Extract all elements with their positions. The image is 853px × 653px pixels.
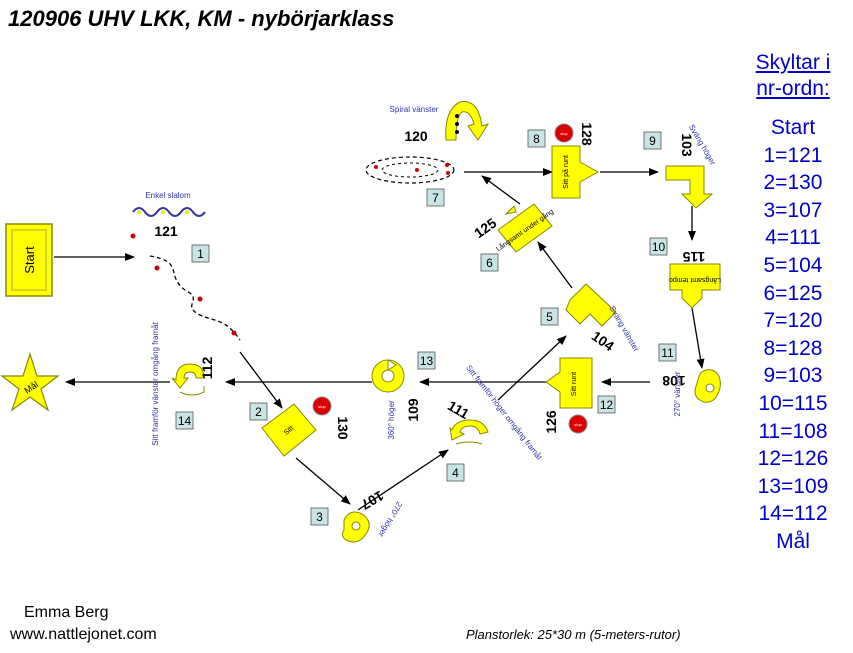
station-12: Sitt runt stop 126 12 [543,357,616,434]
svg-text:Sitt: Sitt [283,425,295,437]
start-sign: Start [5,223,53,297]
station-4: 111 Sitt framför höger omgång framåt 4 [445,363,544,482]
station-13-sign: 109 [405,398,421,422]
legend-item: 9=103 [763,364,823,388]
station-4-box: 4 [452,466,459,480]
plan-size-note: Planstorlek: 25*30 m (5-meters-rutor) [466,627,681,642]
station-6: Långsamt under gång 125 6 [471,203,555,272]
station-10-box: 10 [652,240,666,254]
station-14-box: 14 [178,414,192,428]
station-2: Sitt stop 130 2 [249,396,351,457]
station-4-caption: Sitt framför höger omgång framåt [464,363,544,462]
station-8-sign: 128 [579,122,595,146]
station-13-caption: 360° höger [387,400,396,440]
station-6-box: 6 [486,256,493,270]
station-14: 112 Sitt framför vänster omgång framåt 1… [151,321,215,445]
sign-order-legend: Skyltar i nr-ordn: Start 1=121 2=130 3=1… [738,50,848,556]
arrow-1-to-2 [239,351,283,409]
station-11-caption: 270° vänster [673,371,682,416]
legend-item: 3=107 [763,198,823,222]
station-8: Sitt på runt stop 128 8 [527,122,600,199]
finish-star: Mål [0,352,60,412]
station-12-sign: 126 [543,410,559,434]
station-7: Spiral vänster 120 7 [390,101,490,207]
station-5: 104 Sväng vänster 5 [540,283,641,355]
legend-item: 6=125 [763,281,823,305]
station-8-box: 8 [533,132,540,146]
legend-item: 7=120 [763,309,823,333]
legend-item: Mål [776,529,810,553]
station-2-sign: 130 [335,416,351,440]
stop-label: stop [574,422,582,427]
stop-icon [554,123,574,143]
station-10-sign: 115 [682,249,705,265]
station-2-box: 2 [255,405,262,419]
legend-header-line1: Skyltar i [755,51,831,74]
slalom-path [130,233,241,341]
station-1-caption: Enkel slalom [145,191,191,200]
station-9-sign: 103 [679,133,695,157]
stop-label: stop [318,404,326,409]
station-10: Långsamt tempo 115 10 [649,237,721,309]
legend-item: 5=104 [763,253,823,277]
legend-item: Start [770,116,816,139]
station-7-caption: Spiral vänster [390,105,439,114]
legend-item: 2=130 [763,171,823,195]
arrow-2-to-3 [295,457,351,505]
station-14-caption: Sitt framför vänster omgång framåt [151,321,160,445]
station-9: 103 Sväng höger 9 [643,123,718,209]
station-6-sign: 125 [471,215,499,242]
station-3: 107 270° höger 3 [310,488,404,543]
course-title: 120906 UHV LKK, KM - nybörjarklass [8,6,395,31]
station-3-sign: 107 [358,488,386,514]
station-5-sign: 104 [589,328,617,355]
station-13: 109 360° höger 13 [371,351,436,440]
course-arrows [54,168,705,511]
station-3-box: 3 [316,510,323,524]
stop-icon [568,414,588,434]
website-link[interactable]: www.nattlejonet.com [10,626,157,643]
station-13-box: 13 [420,354,434,368]
station-14-sign: 112 [199,356,215,379]
start-label: Start [22,246,37,274]
station-1-sign: 121 [154,223,178,239]
station-5-box: 5 [546,310,553,324]
arrow-4-to-5 [497,335,567,401]
legend-item: 12=126 [757,447,829,471]
legend-item: 13=109 [757,474,829,498]
station-8-caption: Sitt på runt [562,155,570,189]
legend-item: 4=111 [765,226,821,250]
station-11-sign: 108 [662,373,686,389]
stop-label: stop [560,131,568,136]
arrow-6-to-7 [481,175,521,205]
station-1: Enkel slalom 121 1 [132,191,210,263]
legend-header-line2: nr-ordn: [756,77,830,100]
station-4-sign: 111 [445,397,472,422]
arrow-3-to-4 [357,449,449,511]
station-11-box: 11 [661,346,674,360]
station-10-caption: Långsamt tempo [669,276,721,284]
station-7-sign: 120 [404,128,428,144]
spiral-path [365,156,455,184]
stop-icon [312,396,332,416]
station-12-caption: Sitt runt [571,372,578,396]
arrow-5-to-6 [537,241,573,289]
author-name: Emma Berg [24,604,109,621]
legend-item: 8=128 [763,336,823,360]
legend-item: 1=121 [763,143,823,167]
station-11: 108 270° vänster 11 [658,343,721,417]
station-9-box: 9 [649,134,656,148]
legend-item: 11=108 [758,419,828,443]
legend-item: 14=112 [758,502,828,526]
station-12-box: 12 [600,398,614,412]
station-7-box: 7 [432,191,439,205]
legend-item: 10=115 [758,391,828,415]
arrow-10-to-11 [691,307,705,369]
station-1-box: 1 [197,247,204,261]
